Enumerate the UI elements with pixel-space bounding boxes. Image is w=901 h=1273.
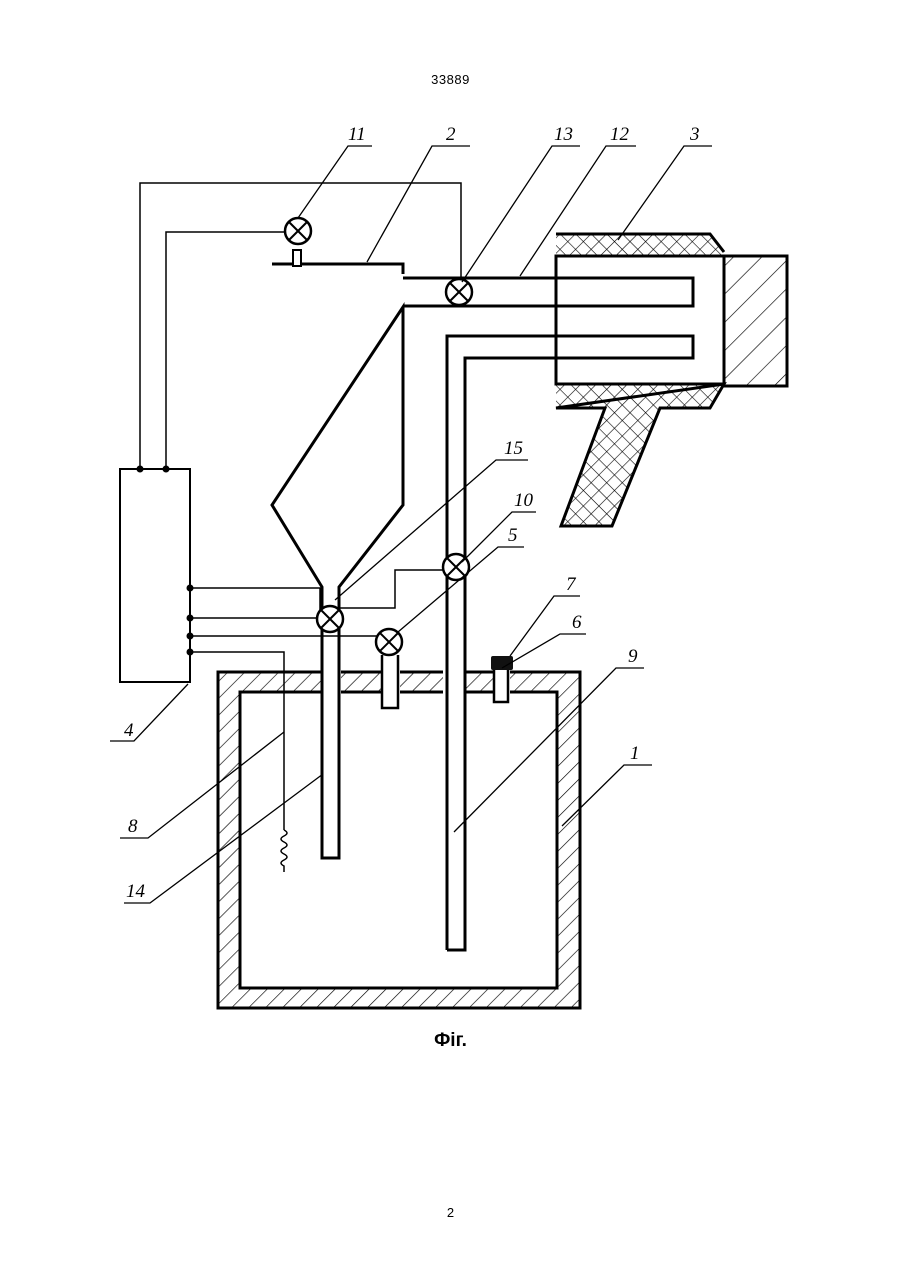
label-1: 1 bbox=[630, 743, 640, 764]
figure-caption: Фіг. bbox=[0, 1030, 901, 1052]
label-4: 4 bbox=[124, 720, 134, 741]
label-11: 11 bbox=[348, 124, 366, 145]
label-10: 10 bbox=[514, 490, 534, 511]
container-1 bbox=[218, 672, 580, 1008]
label-5: 5 bbox=[508, 525, 518, 546]
label-2: 2 bbox=[446, 124, 456, 145]
valve-5 bbox=[376, 629, 402, 655]
label-7: 7 bbox=[566, 574, 577, 595]
spray-gun-3 bbox=[403, 234, 787, 526]
label-6: 6 bbox=[572, 612, 582, 633]
valve-11 bbox=[285, 218, 311, 244]
valve-13 bbox=[446, 279, 472, 305]
page-number: 2 bbox=[0, 1205, 901, 1220]
label-8: 8 bbox=[128, 816, 138, 837]
valve-10 bbox=[443, 554, 469, 580]
label-9: 9 bbox=[628, 646, 638, 667]
label-14: 14 bbox=[126, 881, 146, 902]
control-unit-4 bbox=[120, 469, 190, 682]
label-15: 15 bbox=[504, 438, 523, 459]
valve-15 bbox=[317, 606, 343, 632]
hopper-2 bbox=[272, 264, 403, 858]
label-12: 12 bbox=[610, 124, 630, 145]
label-3: 3 bbox=[689, 124, 700, 145]
label-13: 13 bbox=[554, 124, 573, 145]
